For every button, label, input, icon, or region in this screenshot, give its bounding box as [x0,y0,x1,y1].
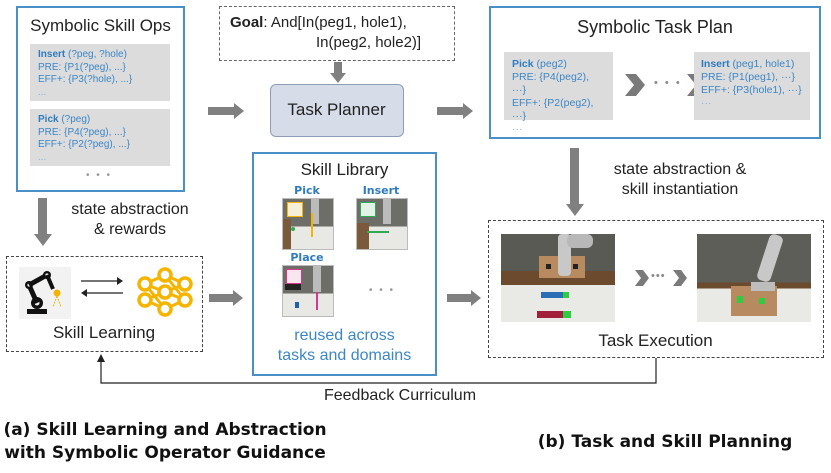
arrow-ops-to-planner [208,103,244,119]
task-execution-box: ••• Task Execution [488,220,824,358]
execution-frame-end [697,234,811,322]
goal-box: Goal: And[In(peg1, hole1), In(peg2, hole… [219,6,455,61]
arrow-planner-to-plan [437,103,473,119]
arrow-ops-to-learning [34,198,52,246]
robot-arm-icon [19,267,71,319]
more-ops-ellipsis: • • • [86,170,113,181]
goal-label: Goal [230,14,264,31]
execution-chevron-1-icon [635,270,649,286]
caption-a: (a) Skill Learning and Abstraction with … [3,420,327,463]
task-planner-label: Task Planner [287,100,386,119]
skill-thumbnail-place[interactable] [282,265,334,317]
execution-chevron-2-icon [673,270,687,286]
skill-thumbnail-insert[interactable] [356,198,408,250]
arrow-learning-to-library [209,290,243,306]
exchange-arrows-icon [81,277,123,297]
more-skills-ellipsis: • • • [369,285,396,296]
symbolic-skill-ops-panel: Symbolic Skill Ops Insert (?peg, ?hole) … [16,6,185,192]
arrow-goal-to-planner [330,62,346,83]
task-planner-node: Task Planner [270,84,404,137]
plan-ellipsis: • • • [654,77,682,89]
feedback-curriculum-label: Feedback Curriculum [323,387,477,404]
neural-network-icon [137,267,193,317]
plan-chevron-1-icon [625,74,645,96]
arrow-library-to-execution [447,290,481,306]
plan-step-pick: Pick (peg2) PRE: {P4(peg2), ···} EFF+: {… [504,52,613,135]
edge-label-state-abstraction-instantiation: state abstraction & skill instantiation [613,161,747,198]
plan-step-insert: Insert (peg1, hole1) PRE: {P1(peg1), ···… [694,52,810,120]
caption-b: (b) Task and Skill Planning [537,432,793,452]
op-name: Insert [38,49,66,60]
goal-expression-line1: : And[In(peg1, hole1), [263,14,407,31]
symbolic-skill-ops-title: Symbolic Skill Ops [30,16,171,35]
skill-learning-label: Skill Learning [52,323,156,342]
op-name: Pick [38,114,59,125]
skill-thumbnail-pick[interactable] [282,198,334,250]
arrow-plan-to-execution [566,148,584,216]
skill-name-pick: Pick [294,184,320,197]
symbolic-task-plan-title: Symbolic Task Plan [577,17,733,37]
skill-library-title: Skill Library [300,160,389,179]
skill-name-place: Place [290,251,324,264]
skill-name-insert: Insert [362,184,400,197]
skill-library-note: reused across tasks and domains [277,327,412,364]
edge-label-state-abstraction-rewards: state abstraction & rewards [71,201,189,238]
skill-op-card-pick: Pick (?peg) PRE: {P4(?peg), ...} EFF+: {… [30,109,170,166]
execution-frame-start [501,234,615,322]
skill-op-card-insert: Insert (?peg, ?hole) PRE: {P1(?peg), ...… [30,44,170,101]
goal-expression-line2: In(peg2, hole2)] [316,34,422,51]
execution-ellipsis: ••• [651,270,666,282]
skill-learning-box: Skill Learning [6,256,203,352]
task-execution-label: Task Execution [598,331,713,350]
skill-library-panel: Skill Library Pick Insert Place • • • re… [252,152,437,376]
symbolic-task-plan-panel: Symbolic Task Plan Pick (peg2) PRE: {P4(… [489,6,821,139]
